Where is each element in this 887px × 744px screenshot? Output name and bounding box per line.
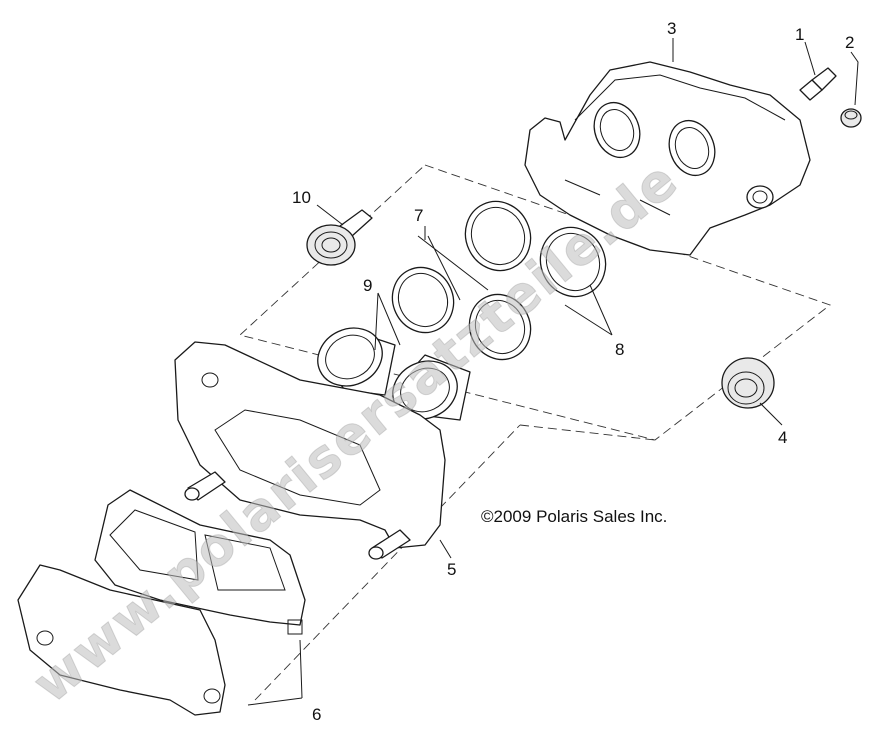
caliper-housing <box>524 61 811 256</box>
copyright-notice: ©2009 Polaris Sales Inc. <box>481 507 668 526</box>
watermark: www.polarisersatzteile.de <box>22 150 690 715</box>
caliper-bracket <box>174 341 446 560</box>
bleeder-cap <box>840 108 862 128</box>
bleeder-screw <box>799 67 837 101</box>
brake-pads <box>17 489 306 716</box>
caliper-pistons <box>317 327 471 421</box>
callout-4: 4 <box>778 428 787 447</box>
callout-3: 3 <box>667 19 676 38</box>
callout-1: 1 <box>795 25 804 44</box>
callout-5: 5 <box>447 560 456 579</box>
piston-seals <box>391 200 607 361</box>
callout-2: 2 <box>845 33 854 52</box>
callout-7: 7 <box>414 206 423 225</box>
assembly-guide-lines <box>239 164 831 701</box>
callout-6: 6 <box>312 705 321 724</box>
callout-labels: 1 2 3 4 5 6 7 8 9 10 <box>292 19 854 724</box>
bushing <box>721 357 775 409</box>
callout-8: 8 <box>615 340 624 359</box>
callout-9: 9 <box>363 276 372 295</box>
callout-10: 10 <box>292 188 311 207</box>
leader-lines <box>247 38 859 706</box>
mounting-bolt <box>306 209 373 266</box>
